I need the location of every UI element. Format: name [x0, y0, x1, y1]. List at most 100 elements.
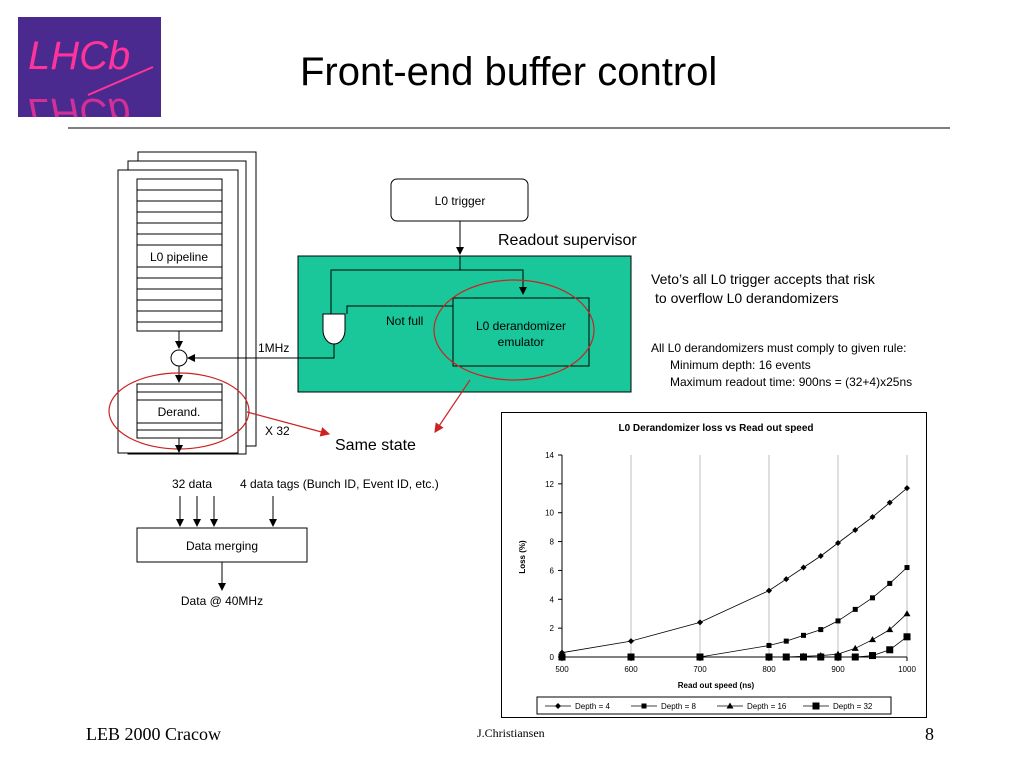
x32-label: X 32 — [265, 424, 290, 438]
chart-point-series-1 — [800, 564, 807, 571]
footer-conference: LEB 2000 Cracow — [86, 724, 221, 744]
chart-point-series-4 — [765, 653, 773, 661]
chart-point-series-4 — [627, 653, 635, 661]
lhcb-logo-graphic: LHCb LHCb — [28, 34, 154, 117]
emulator-box — [452, 297, 590, 367]
chart-ylabel: Loss (%) — [518, 540, 527, 574]
chart-point-series-1 — [852, 527, 859, 534]
chart-legend-marker-3 — [726, 702, 734, 709]
chart-ytick-label: 10 — [545, 509, 554, 518]
derand-label: Derand. — [158, 405, 201, 419]
derandomizer-loss-chart: L0 Derandomizer loss vs Read out speed 5… — [501, 412, 927, 718]
and-gate — [322, 313, 346, 345]
same-state-arrow-left — [246, 411, 331, 437]
chart-point-series-2 — [801, 632, 806, 638]
footer-author: J.Christiansen — [477, 726, 545, 740]
slide-title: Front-end buffer control — [300, 50, 718, 94]
chart-point-series-4 — [817, 653, 825, 661]
chart-point-series-2 — [870, 595, 875, 601]
one-mhz-label: 1MHz — [258, 341, 289, 355]
data-merging-label: Data merging — [186, 539, 258, 553]
veto-note: Veto’s all L0 trigger accepts that risk … — [651, 270, 875, 308]
l0-pipeline-stack — [136, 178, 223, 332]
chart-point-series-2 — [887, 580, 893, 586]
chart-xtick-label: 500 — [555, 665, 569, 674]
data-tags-label: 4 data tags (Bunch ID, Event ID, etc.) — [240, 477, 439, 491]
chart-point-series-4 — [696, 653, 704, 661]
chart-point-series-4 — [834, 653, 842, 661]
chart-ytick-label: 6 — [550, 566, 555, 575]
chart-ytick-label: 4 — [550, 595, 555, 604]
chart-frame — [501, 412, 927, 718]
rule-line-3: Maximum readout time: 900ns = (32+4)x25n… — [670, 375, 913, 389]
chart-legend-label-4: Depth = 32 — [833, 702, 873, 711]
chart-point-series-1 — [628, 638, 634, 645]
not-full-label: Not full — [386, 314, 423, 328]
logo-text: LHCb — [28, 34, 130, 78]
rule-note: All L0 derandomizers must comply to give… — [651, 340, 912, 391]
chart-point-series-1 — [559, 649, 565, 656]
chart-point-series-3 — [851, 644, 859, 651]
chart-point-series-2 — [904, 565, 910, 571]
rule-line-1: All L0 derandomizers must comply to give… — [651, 341, 907, 355]
chart-ytick-label: 8 — [550, 538, 555, 547]
chart-xtick-label: 800 — [762, 665, 776, 674]
gate-node — [170, 349, 188, 367]
chart-legend-label-3: Depth = 16 — [747, 702, 787, 711]
chart-point-series-1 — [904, 485, 910, 492]
chart-point-series-1 — [817, 553, 824, 559]
chart-point-series-1 — [886, 499, 893, 506]
chart-ytick-label: 12 — [545, 480, 554, 489]
chart-legend-marker-4 — [812, 702, 820, 710]
data-out-label: Data @ 40MHz — [181, 594, 263, 608]
rule-line-2: Minimum depth: 16 events — [670, 358, 811, 372]
buffer-diagram: L0 pipeline Derand. X 32 L0 trigger Read… — [108, 151, 637, 608]
veto-line-1: Veto’s all L0 trigger accepts that risk — [651, 271, 875, 287]
same-state-label: Same state — [335, 437, 416, 454]
chart-point-series-2 — [835, 618, 841, 624]
chart-legend — [536, 696, 892, 715]
chart-xtick-label: 600 — [624, 665, 638, 674]
same-state-arrow-right — [434, 379, 471, 433]
chart-point-series-4 — [800, 653, 807, 661]
chart-point-series-2 — [818, 627, 824, 633]
chart-legend-marker-1 — [555, 703, 561, 709]
chart-title: L0 Derandomizer loss vs Read out speed — [618, 423, 813, 434]
chart-point-series-3 — [903, 610, 911, 617]
chart-legend-label-2: Depth = 8 — [661, 702, 696, 711]
title-divider — [68, 127, 950, 129]
chart-point-series-1 — [869, 514, 876, 521]
logo-text-reflection: LHCb — [28, 90, 130, 117]
and-gate-to-node-wire — [187, 344, 335, 362]
chart-point-series-4 — [869, 652, 876, 660]
chart-series-line-1 — [561, 487, 908, 654]
chart-point-series-2 — [852, 606, 858, 612]
chart-legend-items: Depth = 4 Depth = 8 Depth = 16 Depth = 32 — [545, 702, 873, 711]
chart-ytick-label: 2 — [550, 624, 555, 633]
emulator-label-line1: L0 derandomizer — [476, 319, 566, 333]
chart-xtick-label: 700 — [693, 665, 707, 674]
chart-ytick-label: 14 — [545, 451, 554, 460]
chart-point-series-1 — [835, 540, 841, 547]
chart-point-series-3 — [886, 626, 894, 633]
chart-xtick-label: 900 — [831, 665, 845, 674]
readout-supervisor-label: Readout supervisor — [498, 232, 637, 249]
emulator-to-and-gate-wire — [346, 305, 453, 314]
lhcb-logo: LHCb LHCb — [18, 17, 161, 117]
trigger-to-emulator-wire — [459, 256, 527, 295]
chart-point-series-1 — [697, 619, 703, 626]
chart-xlabel: Read out speed (ns) — [678, 681, 755, 690]
emulator-highlight-ellipse — [433, 279, 595, 381]
chart-point-series-1 — [766, 587, 772, 594]
chart-point-series-4 — [903, 633, 911, 641]
logo-swoosh — [87, 66, 154, 96]
chart-point-series-2 — [766, 642, 772, 648]
chart-series — [558, 485, 911, 661]
l0-pipeline-label: L0 pipeline — [150, 250, 208, 264]
l0-trigger-label: L0 trigger — [435, 194, 486, 208]
emulator-label-line2: emulator — [498, 335, 545, 349]
chart-point-series-1 — [783, 576, 790, 583]
chart-legend-label-1: Depth = 4 — [575, 702, 610, 711]
chart-ytick-label: 0 — [550, 653, 555, 662]
chart-point-series-4 — [851, 653, 859, 661]
